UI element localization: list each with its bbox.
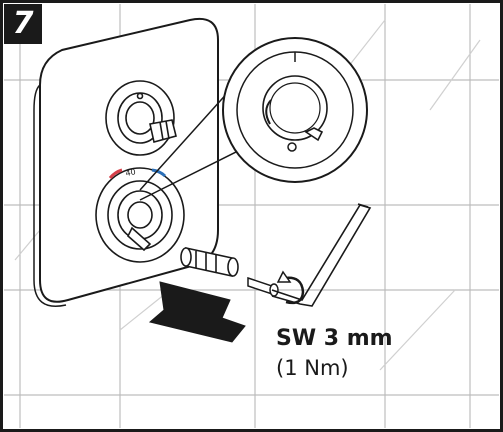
hot-indicator [108,168,123,179]
step-number-badge: 7 [4,4,42,44]
cold-indicator [151,168,167,178]
rotation-arrowhead [276,270,292,283]
hex-key [271,203,372,307]
direction-arrow [148,281,246,343]
plate-edge [33,84,67,307]
torque-label: (1 Nm) [276,356,349,380]
tool-size-label: SW 3 mm [276,326,393,351]
screw [247,276,279,297]
upper-valve [105,80,177,156]
extension-sleeve [180,247,239,277]
lower-valve [95,167,185,263]
temp-mark: 40 [125,167,137,178]
magnified-detail [222,37,368,183]
